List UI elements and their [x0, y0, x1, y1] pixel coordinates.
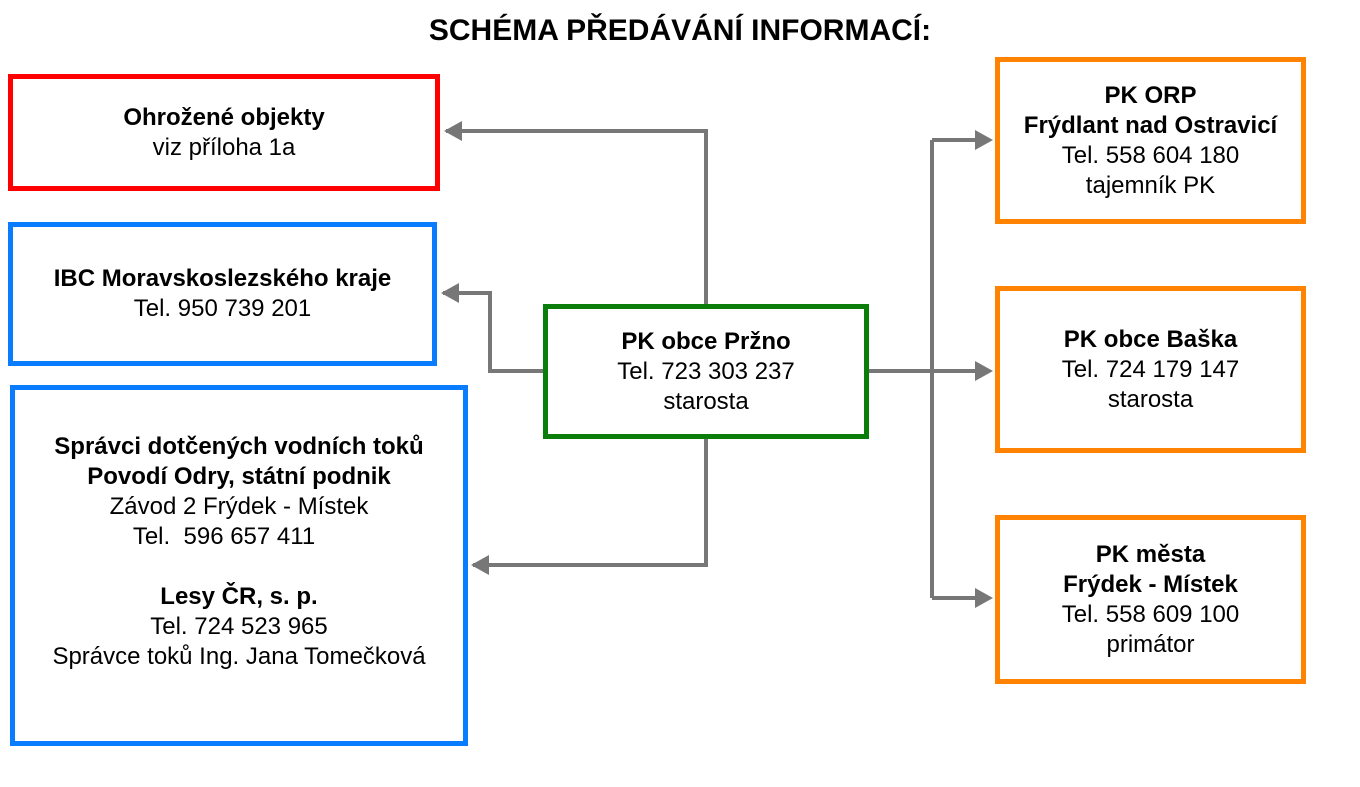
baska-box: PK obce Baška Tel. 724 179 147 starosta: [995, 286, 1306, 453]
orp-name2: Frýdlant nad Ostravicí: [1023, 111, 1278, 139]
fm-name2: Frýdek - Místek: [1063, 570, 1238, 598]
center-name: PK obce Pržno: [621, 327, 791, 355]
center-box: PK obce Pržno Tel. 723 303 237 starosta: [543, 304, 869, 439]
water-line1: Správci dotčených vodních toků: [54, 433, 424, 460]
fm-role: primátor: [1106, 630, 1195, 658]
diagram-title: SCHÉMA PŘEDÁVÁNÍ INFORMACÍ:: [428, 14, 932, 47]
frydek-mistek-box: PK města Frýdek - Místek Tel. 558 609 10…: [995, 515, 1306, 684]
arrow-to-water: [473, 438, 708, 567]
center-role: starosta: [663, 387, 749, 415]
ibc-name: IBC Moravskoslezského kraje: [53, 265, 392, 292]
ibc-box: IBC Moravskoslezského kraje Tel. 950 739…: [8, 222, 437, 366]
orp-box: PK ORP Frýdlant nad Ostravicí Tel. 558 6…: [995, 57, 1306, 224]
water-line3: Závod 2 Frýdek - Místek: [109, 493, 369, 520]
water-line4: Tel. 596 657 411: [132, 523, 316, 550]
orp-name1: PK ORP: [1104, 81, 1197, 109]
water-line2: Povodí Odry, státní podnik: [87, 463, 391, 490]
baska-role: starosta: [1107, 385, 1194, 413]
fm-name1: PK města: [1095, 540, 1206, 568]
ibc-tel: Tel. 950 739 201: [133, 295, 312, 322]
orp-tel: Tel. 558 604 180: [1061, 141, 1240, 169]
threatened-objects-box: Ohrožené objekty viz příloha 1a: [8, 74, 440, 191]
water-managers-box: Správci dotčených vodních toků Povodí Od…: [10, 385, 468, 746]
center-tel: Tel. 723 303 237: [617, 357, 795, 385]
baska-tel: Tel. 724 179 147: [1061, 355, 1240, 383]
water-line6: Tel. 724 523 965: [150, 613, 328, 640]
water-line5: Lesy ČR, s. p.: [160, 583, 318, 610]
water-line7: Správce toků Ing. Jana Tomečková: [52, 643, 426, 670]
baska-name: PK obce Baška: [1063, 325, 1238, 353]
threatened-note: viz příloha 1a: [152, 133, 296, 161]
fm-tel: Tel. 558 609 100: [1061, 600, 1240, 628]
arrow-to-threatened: [446, 129, 708, 304]
threatened-name: Ohrožené objekty: [123, 103, 325, 131]
arrow-to-ibc: [443, 291, 543, 373]
orp-role: tajemník PK: [1085, 171, 1216, 199]
